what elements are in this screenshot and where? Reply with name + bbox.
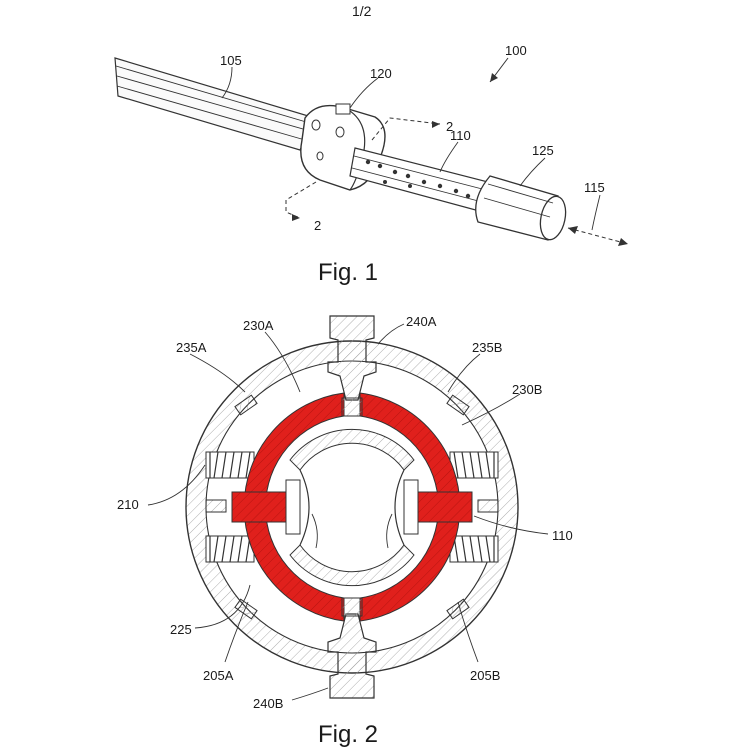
label-section-2-top: 2: [446, 119, 453, 134]
label-100: 100: [505, 43, 527, 58]
label-240A: 240A: [406, 314, 437, 329]
label-230B: 230B: [512, 382, 542, 397]
lock-member-left: [243, 392, 345, 622]
label-210: 210: [117, 497, 139, 512]
figure-1-caption: Fig. 1: [318, 259, 378, 286]
lock-member-right: [359, 392, 461, 622]
label-230A: 230A: [243, 318, 274, 333]
key-bottom: [327, 597, 377, 699]
shaft-body: [114, 57, 316, 151]
figure-1: 100 105 120 110 125 115 2 2 Fig. 1: [114, 43, 629, 286]
label-235A: 235A: [176, 340, 207, 355]
key-top: [327, 315, 377, 417]
spring-right-lower: [449, 535, 499, 563]
direction-arrow: [567, 226, 629, 246]
spring-left-lower: [205, 535, 255, 563]
label-105: 105: [220, 53, 242, 68]
end-cap: [475, 175, 567, 241]
label-240B: 240B: [253, 696, 283, 711]
page-number: 1/2: [352, 3, 372, 19]
figure-2: 230A 240A 235A 235B 230B 210 110 225 205…: [117, 314, 573, 748]
spring-left-upper: [205, 451, 255, 479]
label-120: 120: [370, 66, 392, 81]
label-235B: 235B: [472, 340, 502, 355]
figure-2-caption: Fig. 2: [318, 721, 378, 748]
label-110: 110: [450, 128, 471, 143]
label-section-2-bottom: 2: [314, 218, 321, 233]
label-125: 125: [532, 143, 554, 158]
label-110: 110: [552, 528, 573, 543]
label-225: 225: [170, 622, 192, 637]
tube: [349, 147, 493, 213]
label-115: 115: [584, 180, 605, 195]
label-205A: 205A: [203, 668, 234, 683]
section-line-2-bottom: [285, 181, 317, 221]
spring-right-upper: [449, 451, 499, 479]
inner-tube: [285, 428, 419, 587]
section-line-2-top: [371, 117, 441, 141]
label-205B: 205B: [470, 668, 500, 683]
